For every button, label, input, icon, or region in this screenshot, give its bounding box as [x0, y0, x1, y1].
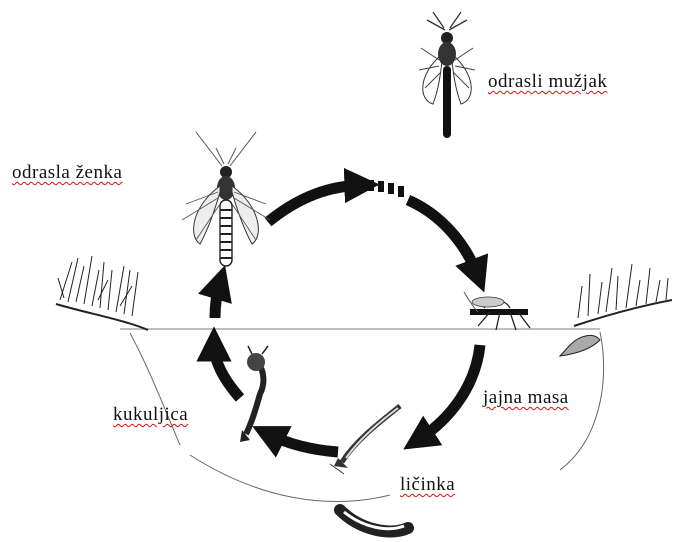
arrow-larva-to-pupa [252, 426, 339, 458]
arrow-male-to-eggs [405, 194, 489, 293]
pupa-icon [240, 345, 269, 442]
dashed-arrow-segment [368, 180, 404, 197]
mosquito-female-icon [181, 131, 271, 267]
large-larva-icon [334, 504, 414, 538]
right-grass-icon [558, 263, 673, 357]
mosquito-male-icon [418, 11, 476, 138]
arrow-surface-to-female [198, 265, 232, 319]
egg-mass-icon [463, 291, 531, 331]
label-adult-male: odrasli mužjak [488, 71, 608, 92]
label-pupa: kukuljica [113, 404, 189, 425]
arrow-surface-to-larva [403, 344, 486, 450]
label-larva: ličinka [400, 474, 456, 495]
cycle-arrows [196, 167, 489, 458]
left-grass-icon [55, 255, 149, 331]
label-egg-mass: jajna masa [483, 387, 569, 408]
larva-icon [329, 404, 402, 475]
pond-outline [129, 331, 605, 502]
arrow-female-to-male [264, 167, 380, 227]
label-adult-female: odrasla ženka [12, 162, 123, 183]
arrow-pupa-up [196, 326, 245, 402]
